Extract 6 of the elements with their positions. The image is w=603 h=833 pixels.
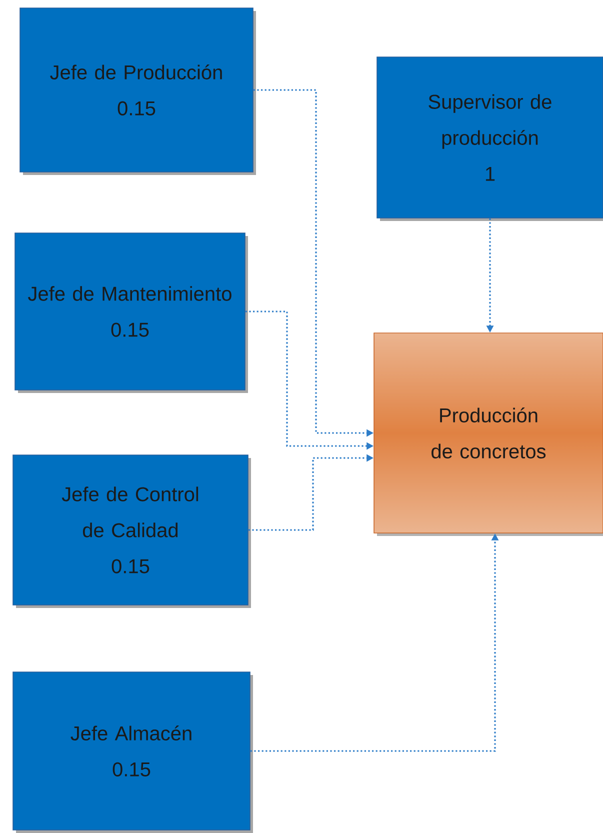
role-box: Jefe de Control de Calidad 0.15 [12,454,251,608]
role-box: Jefe de Mantenimiento 0.15 [14,232,248,393]
role-box: Supervisor de producción 1 [376,56,603,221]
role-box: Jefe de Producción 0.15 [20,8,256,175]
role-box: Jefe Almacén 0.15 [12,672,253,833]
process-box: Producción de concretos [374,332,603,536]
